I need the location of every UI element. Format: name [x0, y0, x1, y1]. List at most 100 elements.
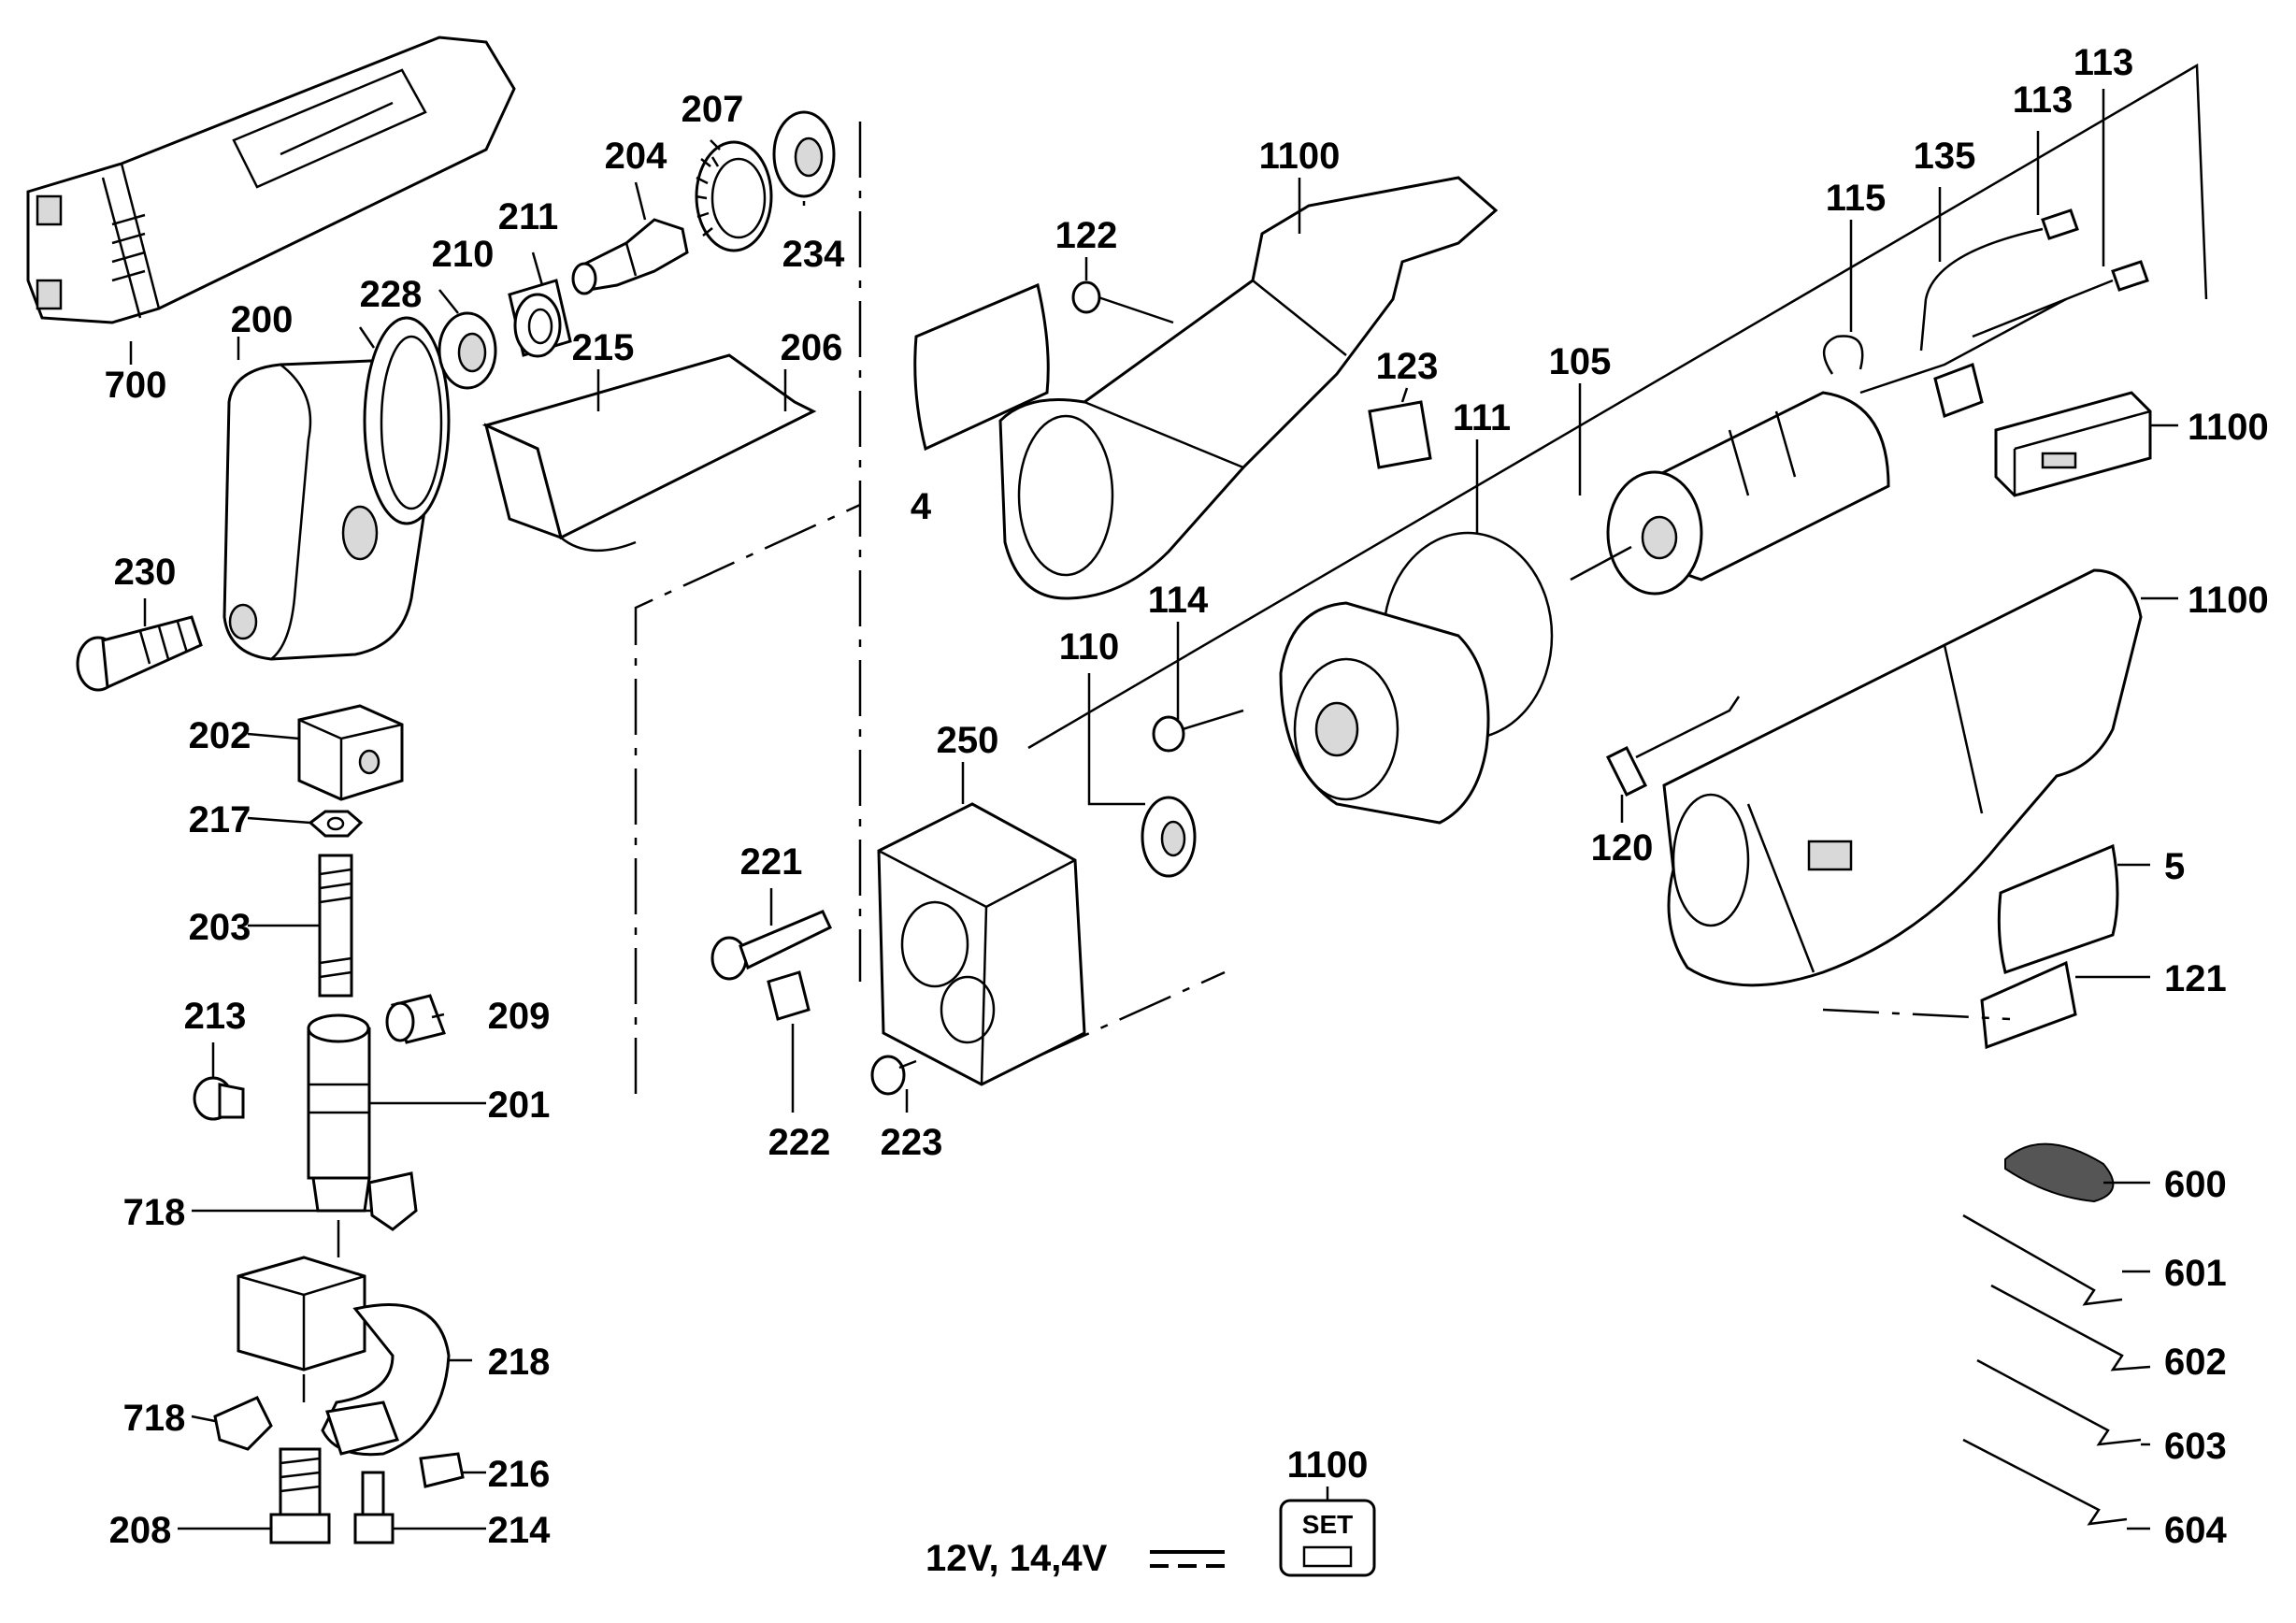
- label-250: 250: [937, 720, 999, 761]
- label-700: 700: [105, 365, 167, 406]
- hex-key-601-drawing: [1962, 1214, 2123, 1306]
- hex-key-602-drawing: [1990, 1284, 2151, 1372]
- label-718-lower: 718: [123, 1398, 186, 1439]
- label-122: 122: [1055, 215, 1118, 256]
- housing-half-lower-drawing: [1662, 568, 2143, 987]
- label-4: 4: [911, 486, 932, 527]
- bolt-208-drawing: [269, 1447, 331, 1544]
- label-111: 111: [1453, 397, 1511, 438]
- label-110: 110: [1059, 626, 1120, 668]
- connectors-113-drawing: [1924, 208, 2149, 338]
- bearing-210-drawing: [438, 311, 497, 390]
- assembly-lines: [302, 63, 2208, 1402]
- label-230: 230: [114, 552, 177, 593]
- screw-230-drawing: [76, 615, 203, 692]
- switch-block-drawing: [1994, 391, 2152, 497]
- cutter-718-lower-drawing: [213, 1396, 273, 1451]
- carry-case-drawing: [26, 36, 516, 324]
- label-123: 123: [1376, 346, 1439, 387]
- label-234: 234: [782, 234, 845, 275]
- part-labels: 700 200 228 210 211 204 207 234 215 206 …: [105, 42, 2269, 1579]
- label-601: 601: [2164, 1253, 2227, 1294]
- label-sticker-5-drawing: [1997, 843, 2119, 974]
- punch-holder-drawing: [307, 1013, 371, 1213]
- label-121: 121: [2164, 958, 2227, 999]
- pad-123-drawing: [1368, 400, 1432, 469]
- label-5: 5: [2164, 846, 2185, 887]
- label-206: 206: [781, 327, 843, 368]
- cutter-718-upper-drawing: [367, 1171, 418, 1231]
- label-1100-housing: 1100: [2188, 580, 2269, 621]
- label-214: 214: [488, 1510, 551, 1551]
- label-213: 213: [184, 996, 247, 1037]
- dc-symbol: [1150, 1550, 1225, 1568]
- switch-actuator-drawing: [1605, 696, 1741, 797]
- label-600: 600: [2164, 1164, 2227, 1205]
- label-210: 210: [432, 234, 495, 275]
- hex-key-603-drawing: [1976, 1358, 2142, 1446]
- stud-203-drawing: [318, 854, 353, 998]
- screw-114-drawing: [1152, 709, 1244, 753]
- label-217: 217: [189, 799, 251, 840]
- hex-key-604-drawing: [1962, 1438, 2128, 1526]
- set-screw-216-drawing: [419, 1452, 465, 1488]
- label-228: 228: [360, 274, 423, 315]
- screw-214-drawing: [353, 1471, 395, 1544]
- voltage-note: 12V, 14,4V: [926, 1538, 1108, 1579]
- nut-217-drawing: [308, 810, 364, 838]
- label-113-left: 113: [2013, 79, 2074, 121]
- label-221: 221: [740, 841, 803, 883]
- label-202: 202: [189, 715, 251, 756]
- label-1100-set: 1100: [1287, 1444, 1369, 1486]
- screw-223-drawing: [870, 1055, 917, 1096]
- label-115: 115: [1826, 178, 1887, 219]
- label-207: 207: [682, 89, 744, 130]
- label-1100-switch: 1100: [2188, 407, 2269, 448]
- screw-213-drawing: [193, 1076, 245, 1121]
- label-718-upper: 718: [123, 1192, 186, 1233]
- label-208: 208: [109, 1510, 172, 1551]
- badge-121-drawing: [1980, 960, 2077, 1050]
- label-209: 209: [488, 996, 551, 1037]
- bushing-209-drawing: [385, 994, 446, 1044]
- label-602: 602: [2164, 1342, 2227, 1383]
- leader-lines: [129, 89, 2178, 1530]
- gasket-ring-drawing: [363, 316, 451, 525]
- blade-600-drawing: [2004, 1142, 2115, 1203]
- label-223: 223: [881, 1122, 943, 1163]
- label-215: 215: [572, 327, 635, 368]
- terminal-135-drawing: [1919, 298, 1984, 418]
- set-badge: SET: [1279, 1499, 1376, 1577]
- gear-housing-block-drawing: [877, 802, 1086, 1086]
- label-204: 204: [605, 136, 667, 177]
- motor-drawing: [1570, 391, 1890, 596]
- bearing-110-drawing: [1141, 796, 1197, 878]
- housing-half-upper-drawing: [998, 176, 1499, 600]
- set-badge-text: SET: [1302, 1510, 1353, 1539]
- label-114: 114: [1148, 580, 1209, 621]
- screw-122-drawing: [1071, 280, 1174, 324]
- label-1100-top: 1100: [1259, 136, 1341, 177]
- label-200: 200: [231, 299, 294, 340]
- guide-plate-drawing: [481, 353, 817, 553]
- die-holder-drawing: [237, 1256, 451, 1457]
- label-201: 201: [488, 1084, 551, 1126]
- label-216: 216: [488, 1454, 551, 1495]
- label-603: 603: [2164, 1426, 2227, 1467]
- label-604: 604: [2164, 1510, 2227, 1551]
- gear-drawing: [695, 140, 773, 252]
- bearing-234-drawing: [772, 110, 836, 198]
- wires-115-drawing: [1823, 297, 2067, 395]
- label-222: 222: [768, 1122, 831, 1163]
- label-135: 135: [1914, 136, 1976, 177]
- label-120: 120: [1591, 827, 1654, 869]
- screw-221-drawing: [710, 910, 832, 981]
- label-105: 105: [1549, 341, 1612, 382]
- eccentric-shaft-drawing: [571, 218, 689, 295]
- label-113-right: 113: [2074, 42, 2134, 83]
- needle-bearing-drawing: [508, 279, 572, 358]
- label-211: 211: [498, 196, 559, 237]
- label-218: 218: [488, 1342, 551, 1383]
- motor-flange-drawing: [1279, 601, 1490, 825]
